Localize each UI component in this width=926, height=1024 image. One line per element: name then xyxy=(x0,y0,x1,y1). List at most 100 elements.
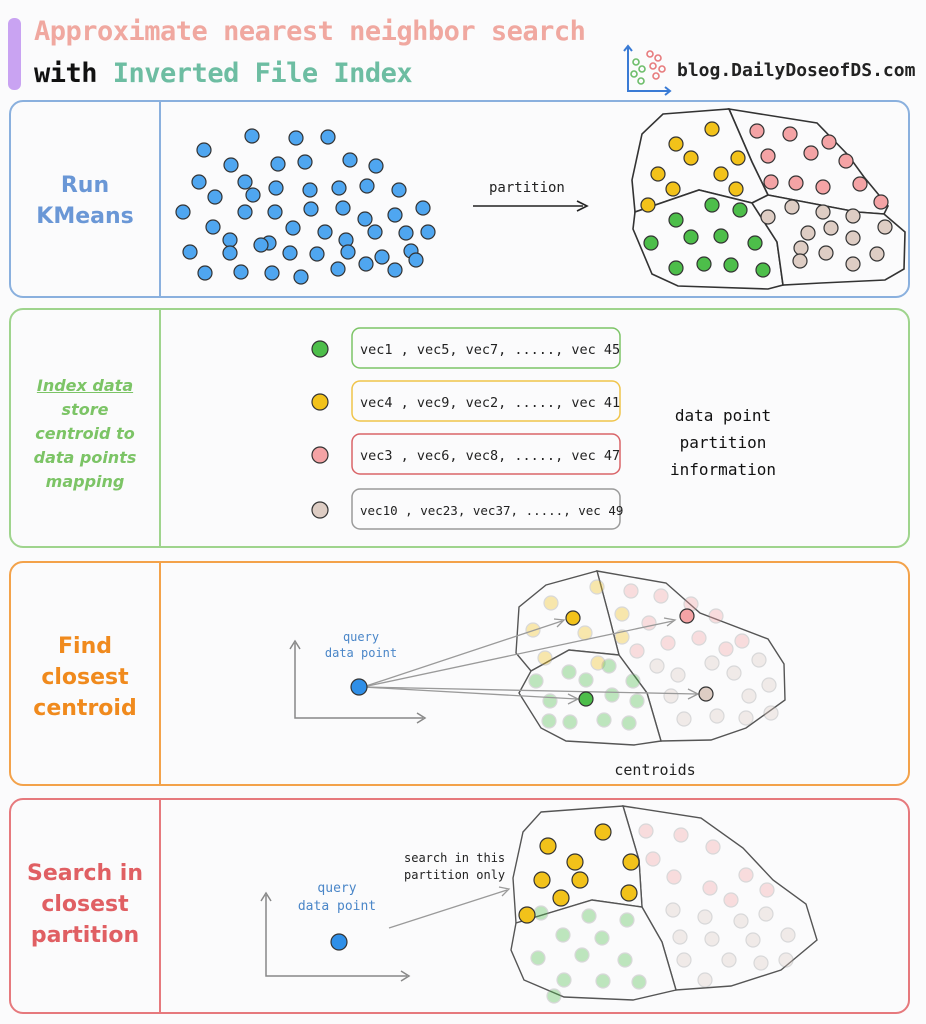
data-point-green xyxy=(696,256,712,272)
data-point-yellow xyxy=(622,853,640,871)
data-point-blue xyxy=(205,219,221,235)
panel-search-partition: Search in closest partition query data p… xyxy=(9,798,910,1014)
panel-divider xyxy=(159,800,161,1012)
data-point-yellow xyxy=(518,906,536,924)
data-point-yellow xyxy=(620,884,638,902)
data-point-yellow xyxy=(533,871,551,889)
faded-point-pink xyxy=(645,851,661,867)
centroid-pink xyxy=(679,608,695,624)
unpartitioned-points xyxy=(175,128,436,285)
label-line: Search in xyxy=(26,861,144,886)
data-point-yellow xyxy=(665,181,681,197)
faded-point-green xyxy=(604,687,620,703)
faded-point-taupe xyxy=(670,667,686,683)
data-point-blue xyxy=(309,246,325,262)
faded-point-pink xyxy=(666,869,682,885)
data-point-green xyxy=(755,262,771,278)
faded-point-pink xyxy=(702,880,718,896)
label-line: centroid xyxy=(33,696,137,721)
data-point-yellow xyxy=(552,889,570,907)
faded-point-green xyxy=(619,912,635,928)
data-point-blue xyxy=(237,174,253,190)
faded-point-pink xyxy=(708,608,724,624)
faded-point-green xyxy=(556,972,572,988)
faded-point-green xyxy=(621,715,637,731)
label-line: store xyxy=(61,400,109,419)
faded-point-green xyxy=(596,712,612,728)
faded-point-taupe xyxy=(672,929,688,945)
label-line: Find xyxy=(58,634,112,659)
data-point-blue xyxy=(197,265,213,281)
data-point-blue xyxy=(253,237,269,253)
data-point-pink xyxy=(760,148,776,164)
faded-point-green xyxy=(631,974,647,990)
step-label-search-partition: Search in closest partition xyxy=(11,858,159,951)
centroids-caption: centroids xyxy=(614,761,695,779)
faded-point-pink xyxy=(738,867,754,883)
accent-bar xyxy=(8,18,21,90)
query-label: query xyxy=(317,881,356,896)
query-axes xyxy=(289,639,427,724)
list-box xyxy=(351,433,621,475)
data-point-pink xyxy=(821,134,837,150)
faded-point-pink xyxy=(629,643,645,659)
data-point-green xyxy=(668,212,684,228)
note-line: data point xyxy=(675,406,771,425)
data-point-yellow xyxy=(594,823,612,841)
data-point-blue xyxy=(191,174,207,190)
centroid-dot-yellow xyxy=(311,393,329,411)
label-line: partition xyxy=(30,923,140,948)
faded-point-taupe xyxy=(780,927,796,943)
list-text: vec10 , vec23, vec37, ....., vec 49 xyxy=(360,503,623,518)
label-line: centroid to xyxy=(35,424,135,443)
data-point-taupe xyxy=(845,208,861,224)
data-point-blue xyxy=(267,204,283,220)
data-point-blue xyxy=(358,256,374,272)
data-point-taupe xyxy=(869,246,885,262)
faded-point-pink xyxy=(691,630,707,646)
data-point-blue xyxy=(374,249,390,265)
annotation-line: partition only xyxy=(404,868,505,882)
faded-point-green xyxy=(601,658,617,674)
note-line: partition xyxy=(680,433,767,452)
list-box xyxy=(351,488,621,530)
data-point-taupe xyxy=(818,245,834,261)
data-point-blue xyxy=(367,224,383,240)
label-line: data points xyxy=(33,448,137,467)
data-point-blue xyxy=(420,224,436,240)
faded-point-taupe xyxy=(649,658,665,674)
faded-point-taupe xyxy=(697,909,713,925)
data-point-blue xyxy=(387,262,403,278)
faded-point-taupe xyxy=(676,952,692,968)
data-point-blue xyxy=(264,265,280,281)
centroid-taupe xyxy=(698,686,714,702)
list-box xyxy=(351,380,621,422)
data-point-blue xyxy=(317,224,333,240)
panel-divider xyxy=(159,563,161,784)
brand-text: blog.DailyDoseofDS.com xyxy=(677,60,916,81)
data-point-blue xyxy=(222,232,238,248)
centroid-yellow xyxy=(565,610,581,626)
data-point-taupe xyxy=(877,219,893,235)
data-point-yellow xyxy=(650,166,666,182)
panel-divider xyxy=(159,310,161,546)
faded-point-green xyxy=(578,672,594,688)
data-point-yellow xyxy=(668,136,684,152)
panel-run-kmeans: Run KMeans partition xyxy=(9,100,910,298)
data-point-yellow xyxy=(730,150,746,166)
faded-point-taupe xyxy=(663,688,679,704)
faded-point-green xyxy=(561,664,577,680)
faded-point-taupe xyxy=(741,688,757,704)
data-point-taupe xyxy=(792,253,808,269)
searched-partition-points xyxy=(518,823,640,924)
label-line: closest xyxy=(41,892,129,917)
data-point-blue xyxy=(293,269,309,285)
data-point-green xyxy=(732,202,748,218)
faded-point-pink xyxy=(705,839,721,855)
data-point-taupe xyxy=(845,256,861,272)
label-line: KMeans xyxy=(36,204,134,229)
faded-point-pink xyxy=(759,882,775,898)
data-point-pink xyxy=(838,153,854,169)
list-box xyxy=(351,327,621,369)
data-point-blue xyxy=(331,180,347,196)
